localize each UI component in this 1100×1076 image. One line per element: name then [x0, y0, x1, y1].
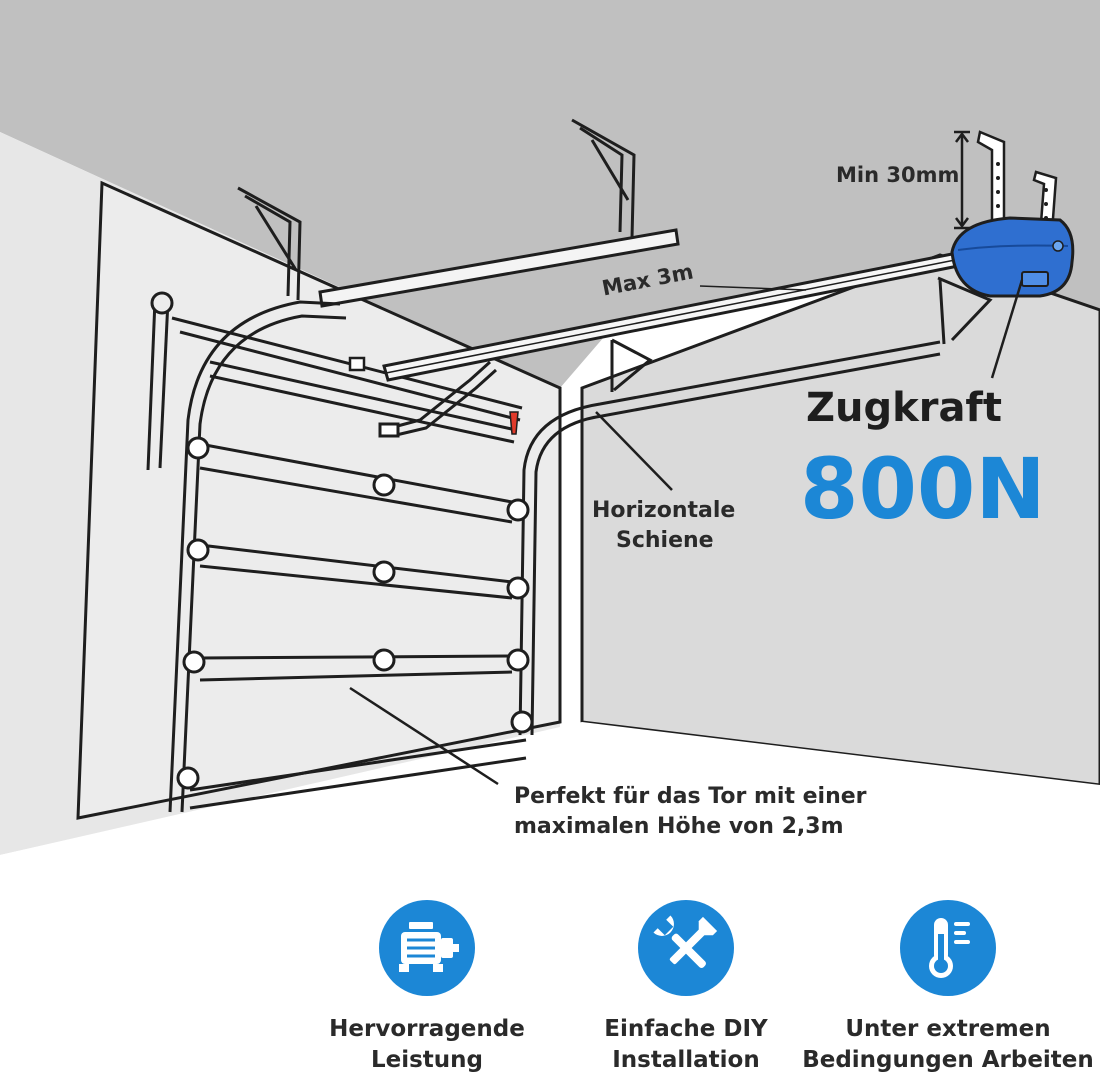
door-slats — [189, 442, 527, 810]
door-track-right — [518, 340, 941, 736]
feature-performance-badge — [379, 900, 475, 996]
rail-label-line1: Horizontale — [592, 498, 736, 523]
motor-icon — [399, 922, 459, 972]
rail-bracket — [348, 356, 366, 372]
feature-caption-line1: Hervorragende — [329, 1016, 525, 1042]
ceiling-bracket-1 — [237, 186, 302, 301]
feature-conditions: Unter extremen Bedingungen Arbeiten — [798, 900, 1098, 1076]
height-dimension — [954, 130, 970, 230]
door-top-beams — [171, 316, 523, 444]
feature-performance-caption: Hervorragende Leistung — [277, 1014, 577, 1076]
thermometer-icon — [929, 918, 970, 978]
upper-track — [318, 228, 680, 308]
motor-unit — [950, 216, 1075, 298]
feature-installation-badge — [638, 900, 734, 996]
rail-leader — [595, 411, 673, 491]
garage-scene — [0, 0, 1100, 870]
door-label-line1: Perfekt für das Tor mit einer — [514, 784, 867, 809]
door-leader — [349, 686, 499, 786]
feature-installation: Einfache DIY Installation — [536, 900, 836, 1076]
feature-conditions-badge — [900, 900, 996, 996]
release-handle — [509, 411, 519, 435]
feature-caption-line1: Einfache DIY — [604, 1016, 768, 1042]
min-height-label: Min 30mm — [836, 163, 960, 187]
ceiling — [0, 0, 1100, 388]
feature-caption-line2: Installation — [612, 1047, 760, 1073]
feature-caption-line2: Leistung — [370, 1047, 484, 1073]
door-label-line2: maximalen Höhe von 2,3m — [514, 814, 844, 839]
ceiling-bracket-2 — [571, 118, 636, 239]
opener-arm — [378, 360, 498, 438]
feature-caption-line2: Bedingungen Arbeiten — [802, 1047, 1094, 1073]
motor-leader — [990, 279, 1024, 379]
rail-support-bracket — [610, 276, 993, 392]
force-value: 800N — [800, 440, 1046, 538]
feature-conditions-caption: Unter extremen Bedingungen Arbeiten — [798, 1014, 1098, 1076]
force-label: Zugkraft — [806, 385, 1002, 431]
tools-icon — [653, 915, 718, 968]
floor — [0, 722, 1100, 870]
length-leader — [699, 285, 807, 291]
feature-performance: Hervorragende Leistung — [277, 900, 577, 1076]
door-track-left — [146, 291, 347, 813]
feature-caption-line1: Unter extremen — [845, 1016, 1051, 1042]
door-rollers — [176, 436, 534, 790]
feature-installation-caption: Einfache DIY Installation — [536, 1014, 836, 1076]
rail-label-line2: Schiene — [616, 528, 714, 553]
